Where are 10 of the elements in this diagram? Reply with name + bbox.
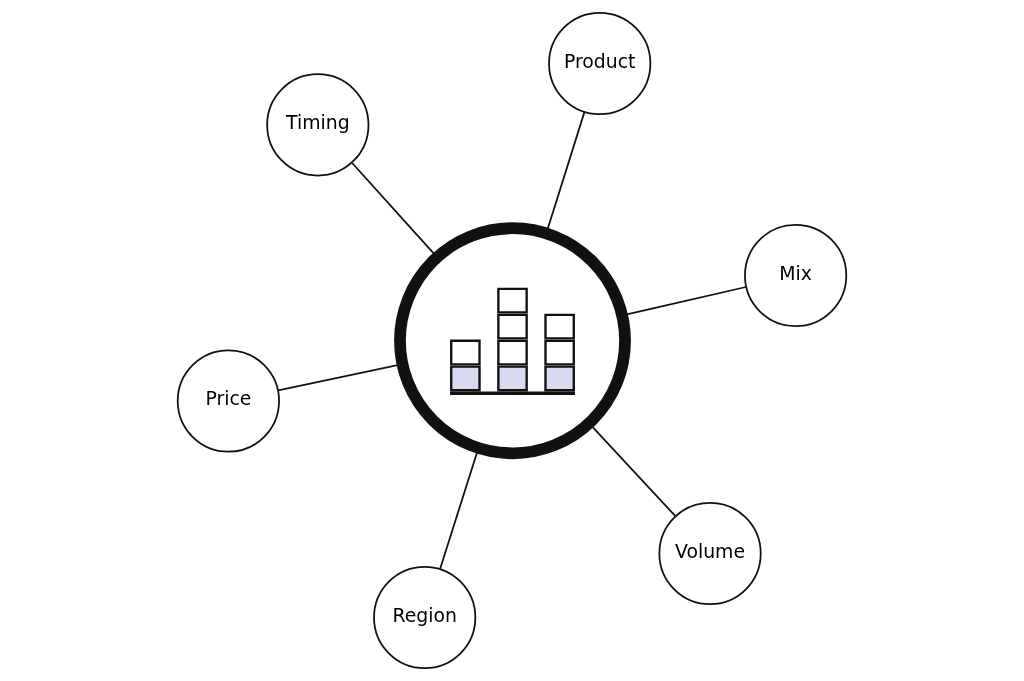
node-circle: Product xyxy=(548,11,652,116)
node-circle: Region xyxy=(373,565,477,669)
connector xyxy=(351,162,437,257)
node-circle: Volume xyxy=(658,501,762,605)
node-circle: Timing xyxy=(266,73,370,177)
connector xyxy=(589,424,677,517)
node-circle: Price xyxy=(176,349,280,453)
node-circle: Mix xyxy=(744,224,848,328)
connector xyxy=(546,111,586,232)
picture xyxy=(394,222,631,460)
